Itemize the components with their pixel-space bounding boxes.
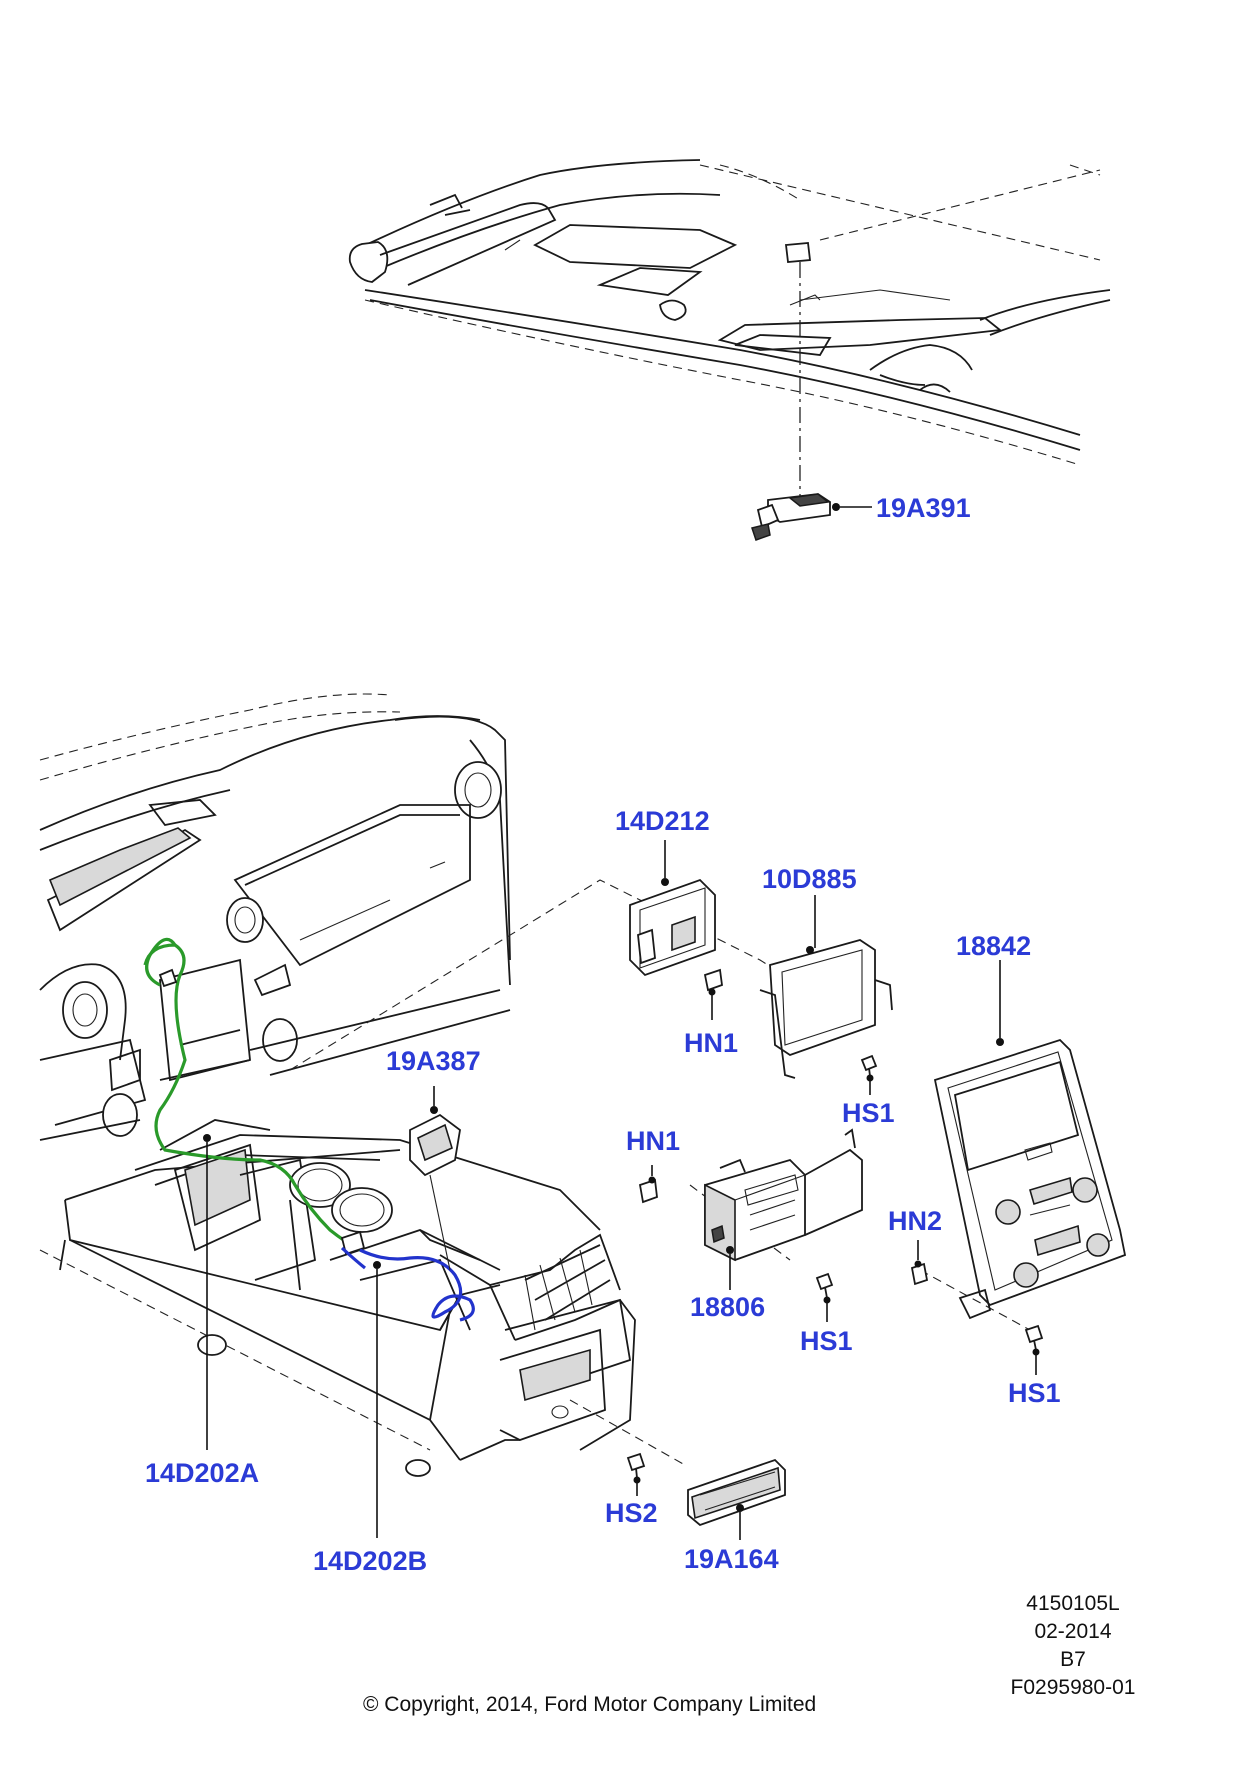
part-HN1-upper-shape <box>703 968 723 996</box>
harness-14D202B-shape <box>340 1246 475 1322</box>
part-HS2-shape <box>626 1452 646 1484</box>
callout-19A391: 19A391 <box>876 493 971 523</box>
part-HS1-right-shape <box>1024 1324 1044 1356</box>
callout-HS1-right: HS1 <box>1008 1378 1061 1408</box>
callout-HN2: HN2 <box>888 1206 942 1236</box>
callout-18842: 18842 <box>956 931 1031 961</box>
part-14D212-shape <box>629 878 716 977</box>
callout-14D202A: 14D202A <box>145 1458 259 1488</box>
drawing-revision: B7 <box>1060 1648 1086 1671</box>
callout-HN1-middle: HN1 <box>626 1126 680 1156</box>
callout-10D885: 10D885 <box>762 864 857 894</box>
part-HS1-middle-shape <box>815 1272 834 1304</box>
copyright-notice: © Copyright, 2014, Ford Motor Company Li… <box>363 1693 816 1716</box>
callout-14D212: 14D212 <box>615 806 710 836</box>
part-18842-shape <box>933 1038 1127 1320</box>
part-HN2-shape <box>910 1260 929 1286</box>
callout-19A164: 19A164 <box>684 1544 779 1574</box>
instrument-panel-illustration <box>39 693 511 1141</box>
callout-18806: 18806 <box>690 1292 765 1322</box>
callout-HS1-middle: HS1 <box>800 1326 853 1356</box>
harness-14D202A-shape <box>143 937 366 1256</box>
callout-HS1-upper: HS1 <box>842 1098 895 1128</box>
part-19A391-shape <box>751 493 840 541</box>
part-18806-shape <box>704 1128 863 1262</box>
floor-console-illustration <box>39 1119 636 1477</box>
callout-19A387: 19A387 <box>386 1046 481 1076</box>
part-HN1-middle-shape <box>638 1176 658 1204</box>
part-19A387-shape <box>409 1106 461 1271</box>
part-HS1-upper-shape <box>860 1054 878 1082</box>
figure-number: F0295980-01 <box>1011 1676 1136 1699</box>
drawing-date: 02-2014 <box>1034 1620 1111 1643</box>
part-10D885-shape <box>759 939 893 1079</box>
drawing-code: 4150105L <box>1026 1592 1119 1615</box>
callout-14D202B: 14D202B <box>313 1546 427 1576</box>
callout-HS2: HS2 <box>605 1498 658 1528</box>
part-19A164-shape <box>687 1458 786 1527</box>
headliner-illustration <box>348 159 1111 466</box>
callout-HN1-upper: HN1 <box>684 1028 738 1058</box>
